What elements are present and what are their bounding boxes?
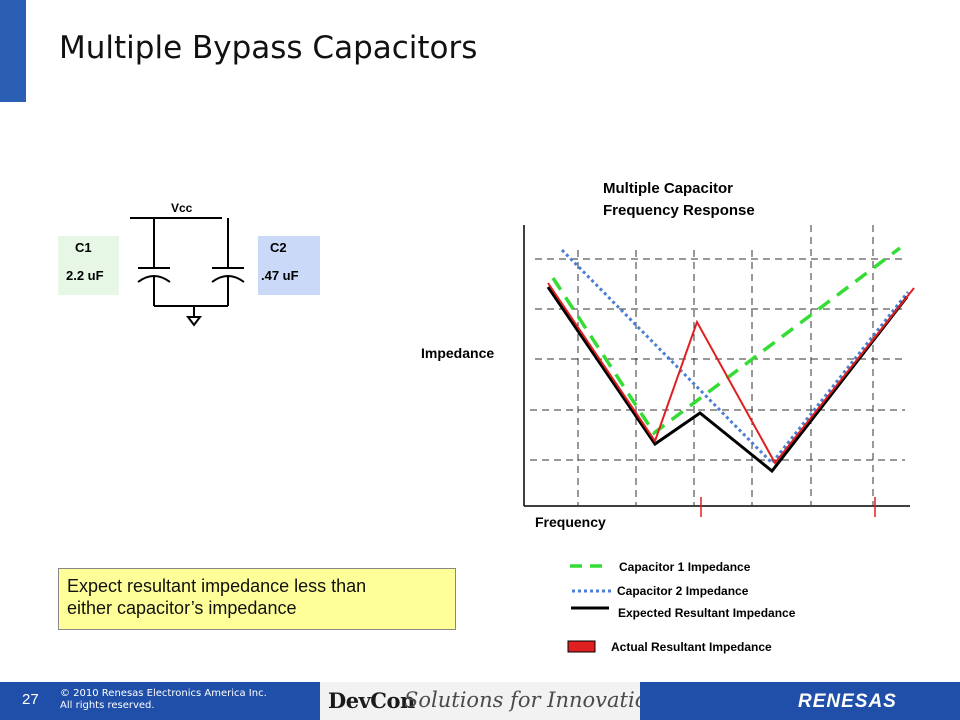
copyright-line-1: © 2010 Renesas Electronics America Inc.: [60, 688, 267, 699]
renesas-logo: RENESAS: [798, 691, 897, 712]
graph-title-line2: Frequency Response: [603, 202, 755, 219]
slide-title: Multiple Bypass Capacitors: [59, 30, 478, 66]
graph-y-axis-label: Impedance: [421, 345, 495, 361]
c2-value: .47 uF: [261, 268, 299, 283]
graph-axes: [523, 225, 910, 507]
devcon-logo: DevCon: [328, 688, 415, 713]
copyright-line-2: All rights reserved.: [60, 700, 155, 711]
legend-label-actual: Actual Resultant Impedance: [611, 640, 772, 654]
graph-title-line1: Multiple Capacitor: [603, 180, 734, 197]
graph-x-axis-label: Frequency: [535, 514, 606, 530]
expected-resultant-impedance-curve: [546, 286, 909, 474]
footer-middle-panel: [320, 682, 640, 720]
c1-value: 2.2 uF: [66, 268, 104, 283]
actual-resultant-impedance-curve: [547, 282, 915, 465]
copyright-text: © 2010 Renesas Electronics America Inc. …: [60, 688, 267, 712]
page-number: 27: [22, 691, 39, 708]
c2-name: C2: [270, 240, 287, 255]
vcc-label: Vcc: [171, 201, 193, 215]
impedance-callout-box: Expect resultant impedance less than eit…: [58, 568, 456, 630]
capacitor-1-impedance-curve: [551, 246, 902, 436]
callout-line-2: either capacitor’s impedance: [67, 598, 297, 618]
legend-label-capacitor-2: Capacitor 2 Impedance: [617, 584, 749, 598]
legend-label-capacitor-1: Capacitor 1 Impedance: [619, 560, 751, 574]
title-accent-bar: [0, 0, 26, 102]
legend-label-expected: Expected Resultant Impedance: [618, 606, 796, 620]
capacitor-2-impedance-curve: [560, 248, 910, 466]
legend-swatch-actual: [567, 640, 596, 653]
footer-left-panel: 27 © 2010 Renesas Electronics America In…: [0, 682, 320, 720]
c1-label-box: [58, 236, 119, 295]
red-tick-marks: [700, 497, 876, 517]
c1-name: C1: [75, 240, 92, 255]
footer-right-panel: [640, 682, 960, 720]
circuit-schematic: [130, 217, 245, 327]
c2-label-box: [258, 236, 320, 295]
footer-bar: 27 © 2010 Renesas Electronics America In…: [0, 682, 960, 720]
graph-gridlines: [530, 225, 905, 505]
slogan-text: Solutions for Innovation: [404, 688, 661, 712]
callout-line-1: Expect resultant impedance less than: [67, 576, 367, 596]
